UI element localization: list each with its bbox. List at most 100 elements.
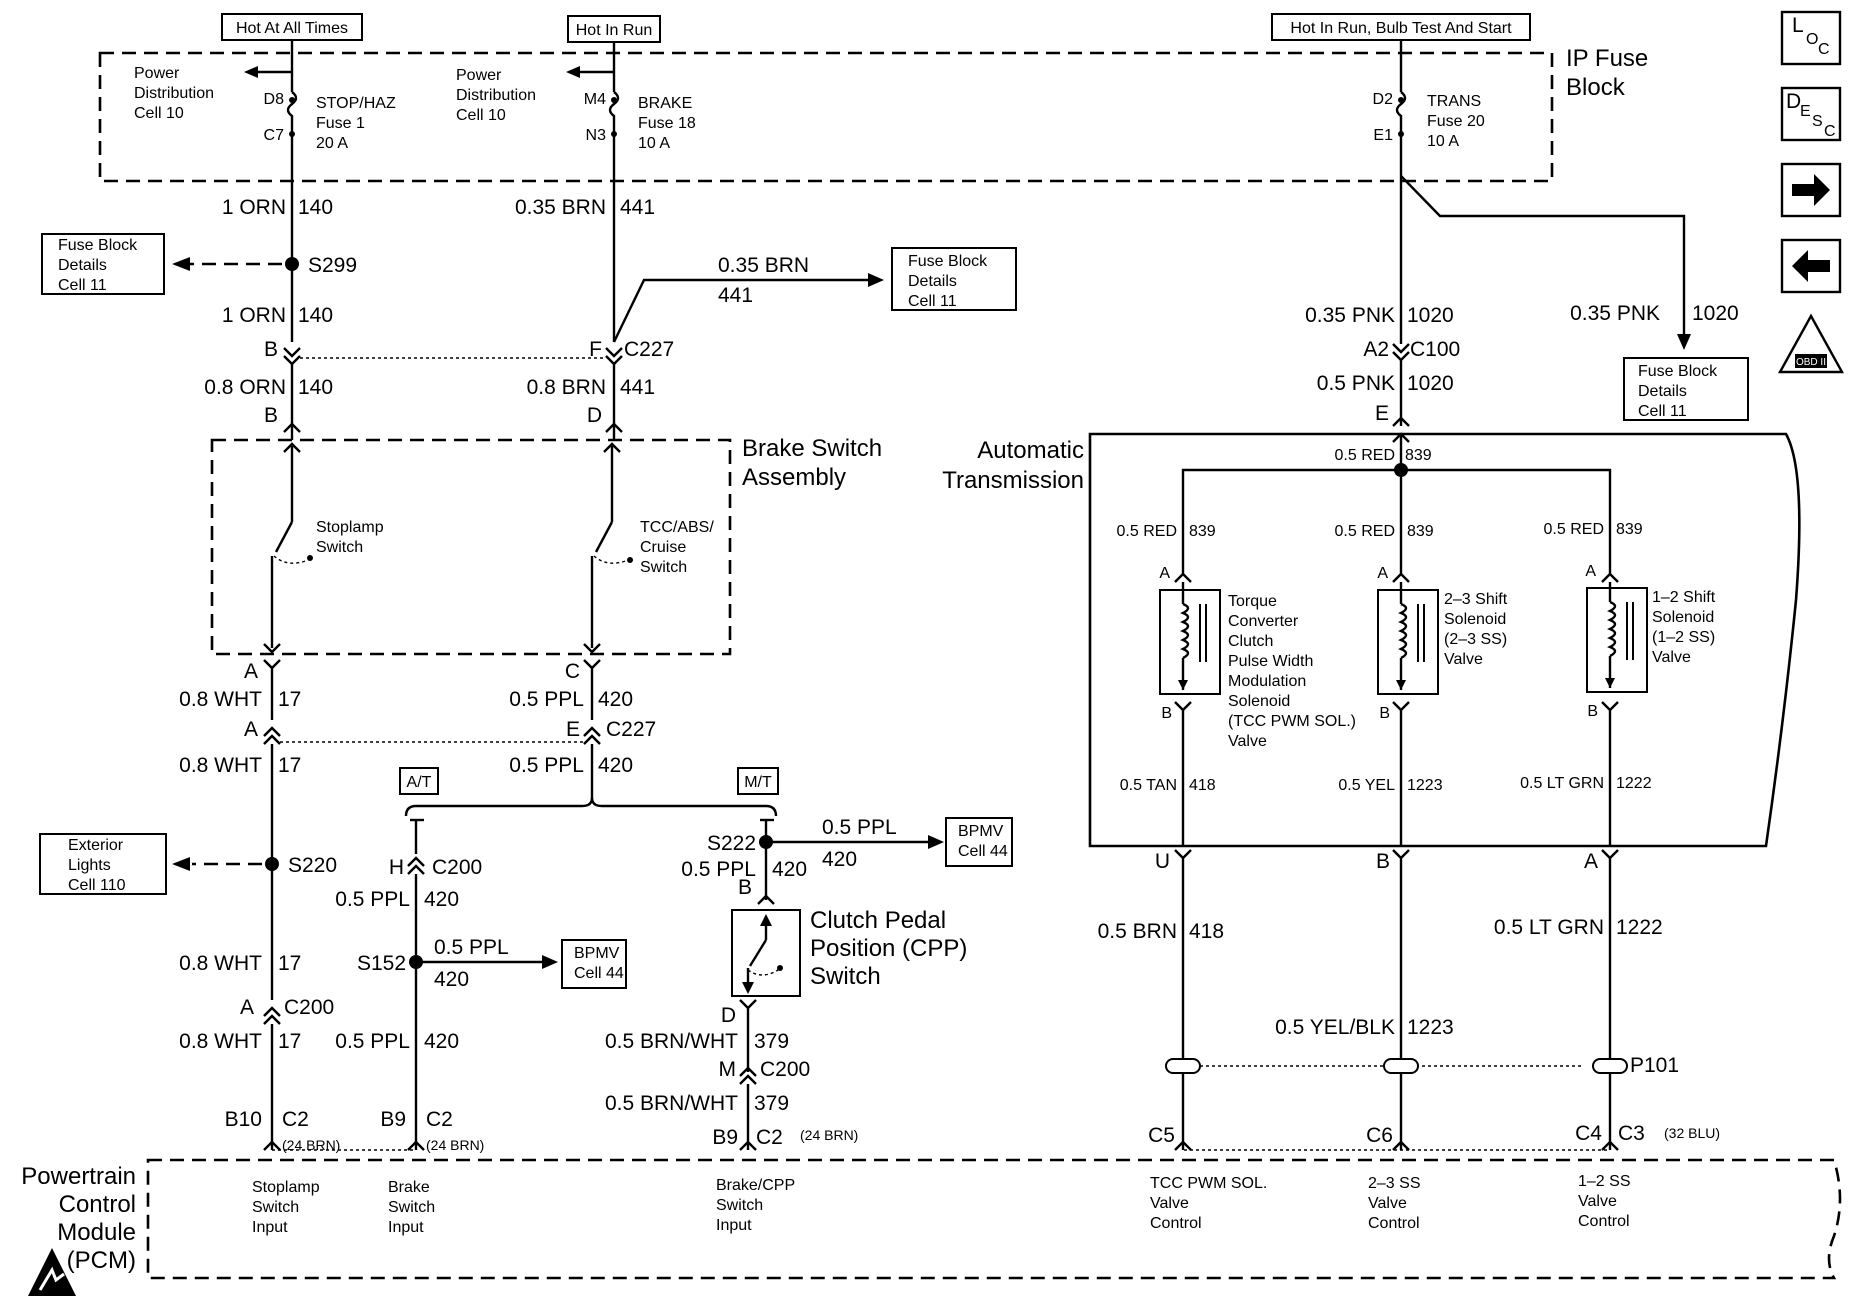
svg-text:A/T: A/T — [407, 774, 432, 791]
fuse-20-label: TRANS — [1427, 93, 1481, 110]
ip-fuse-block-title: IP Fuse — [1566, 45, 1648, 72]
prev-arrow-button[interactable] — [1780, 238, 1842, 294]
ref-fuse-block-details[interactable] — [891, 247, 1017, 311]
svg-text:17: 17 — [278, 688, 301, 711]
svg-text:C200: C200 — [760, 1058, 810, 1081]
svg-text:C5: C5 — [1148, 1124, 1175, 1147]
svg-text:B: B — [1161, 705, 1172, 722]
svg-text:(24 BRN): (24 BRN) — [800, 1127, 858, 1143]
svg-text:E: E — [1800, 103, 1811, 120]
svg-text:Cruise: Cruise — [640, 539, 686, 556]
shift-solenoid-2-3 — [1377, 589, 1439, 695]
svg-text:Fuse 20: Fuse 20 — [1427, 113, 1485, 130]
stoplamp-switch-label: Stoplamp — [316, 519, 384, 536]
svg-text:Fuse 1: Fuse 1 — [316, 115, 365, 132]
ref-bpmv[interactable] — [945, 817, 1013, 867]
fuse-20-symbol — [1395, 91, 1407, 134]
svg-text:Valve: Valve — [1578, 1193, 1617, 1210]
source-hot-run-bulb: Hot In Run, Bulb Test And Start — [1290, 20, 1512, 37]
svg-text:Input: Input — [252, 1219, 288, 1236]
svg-text:Control: Control — [59, 1191, 136, 1218]
svg-text:C200: C200 — [284, 996, 334, 1019]
option-brace — [404, 797, 778, 817]
svg-text:0.5 PPL: 0.5 PPL — [822, 816, 897, 839]
svg-text:10 A: 10 A — [638, 135, 670, 152]
svg-text:Control: Control — [1368, 1215, 1420, 1232]
svg-text:0.5 BRN/WHT: 0.5 BRN/WHT — [605, 1092, 738, 1115]
power-distribution-label: Power — [456, 67, 502, 84]
svg-text:E1: E1 — [1373, 127, 1393, 144]
svg-text:0.5 PPL: 0.5 PPL — [434, 936, 509, 959]
obd2-button[interactable]: OBD II — [1777, 313, 1845, 374]
svg-text:(PCM): (PCM) — [67, 1247, 136, 1274]
svg-text:0.8 BRN: 0.8 BRN — [527, 376, 606, 399]
svg-text:Lights: Lights — [68, 857, 111, 874]
svg-text:BPMV: BPMV — [574, 945, 620, 962]
svg-text:P101: P101 — [1630, 1054, 1679, 1077]
svg-text:B9: B9 — [380, 1108, 406, 1131]
svg-text:17: 17 — [278, 952, 301, 975]
svg-text:C7: C7 — [264, 127, 285, 144]
svg-text:420: 420 — [598, 688, 633, 711]
svg-text:A: A — [1377, 565, 1388, 582]
svg-text:420: 420 — [424, 888, 459, 911]
arrow-left-icon — [1792, 250, 1830, 282]
ref-bpmv[interactable] — [561, 939, 627, 989]
svg-text:1223: 1223 — [1407, 1016, 1454, 1039]
source-hot-always: Hot At All Times — [236, 20, 348, 37]
inline-connector-p101 — [1165, 1058, 1201, 1074]
svg-text:Input: Input — [716, 1217, 752, 1234]
svg-text:S220: S220 — [288, 854, 337, 877]
svg-text:418: 418 — [1189, 777, 1216, 794]
svg-text:C200: C200 — [432, 856, 482, 879]
svg-text:Switch: Switch — [716, 1197, 763, 1214]
svg-text:441: 441 — [620, 376, 655, 399]
power-distribution-label: Power — [134, 65, 180, 82]
fuse-1-symbol — [286, 91, 298, 134]
ref-fuse-block-details[interactable] — [41, 233, 165, 295]
svg-text:0.5 RED: 0.5 RED — [1544, 521, 1604, 538]
power-distribution-label: Distribution — [134, 85, 214, 102]
svg-text:Clutch: Clutch — [1228, 633, 1273, 650]
loc-button[interactable]: L O C — [1780, 10, 1842, 66]
svg-text:1020: 1020 — [1407, 304, 1454, 327]
option-at-label — [399, 767, 439, 795]
svg-text:0.35 PNK: 0.35 PNK — [1305, 304, 1395, 327]
svg-text:A: A — [1585, 563, 1596, 580]
svg-text:U: U — [1155, 850, 1170, 873]
splice-s220 — [265, 857, 279, 871]
tcc-pwm-solenoid-label: Torque — [1228, 593, 1277, 610]
next-arrow-button[interactable] — [1780, 162, 1842, 218]
shift-solenoid-1-2-label: 1–2 Shift — [1652, 589, 1716, 606]
svg-text:A: A — [244, 718, 258, 741]
svg-text:0.5 PPL: 0.5 PPL — [509, 754, 584, 777]
svg-text:Switch: Switch — [316, 539, 363, 556]
svg-text:F: F — [589, 338, 602, 361]
svg-text:Solenoid: Solenoid — [1652, 609, 1714, 626]
fuse-1-label: STOP/HAZ — [316, 95, 396, 112]
ip-fuse-block-title: Block — [1566, 74, 1626, 101]
arrow-right-icon — [1792, 174, 1830, 206]
ref-exterior-lights[interactable] — [39, 833, 167, 895]
svg-text:A: A — [244, 660, 258, 683]
svg-text:Valve: Valve — [1228, 733, 1267, 750]
svg-text:B: B — [1587, 703, 1598, 720]
svg-text:D: D — [1786, 90, 1801, 113]
svg-text:M/T: M/T — [744, 774, 772, 791]
svg-text:0.5 LT GRN: 0.5 LT GRN — [1520, 775, 1604, 792]
svg-text:C227: C227 — [606, 718, 656, 741]
svg-text:B: B — [264, 404, 278, 427]
svg-text:0.5 RED: 0.5 RED — [1117, 523, 1177, 540]
svg-text:C100: C100 — [1410, 338, 1460, 361]
brake-switch-assembly-outline — [210, 438, 732, 656]
brake-switch-assembly-title: Brake Switch — [742, 435, 882, 462]
svg-text:0.35 PNK: 0.35 PNK — [1570, 302, 1660, 325]
ref-fuse-block-details[interactable] — [1623, 357, 1749, 421]
svg-text:Valve: Valve — [1652, 649, 1691, 666]
desc-button[interactable]: D E S C — [1780, 86, 1842, 142]
svg-text:(2–3 SS): (2–3 SS) — [1444, 631, 1507, 648]
pcm-output-label: 2–3 SS — [1368, 1175, 1420, 1192]
svg-text:420: 420 — [772, 858, 807, 881]
svg-text:D: D — [721, 1004, 736, 1027]
svg-text:0.8 WHT: 0.8 WHT — [179, 952, 262, 975]
